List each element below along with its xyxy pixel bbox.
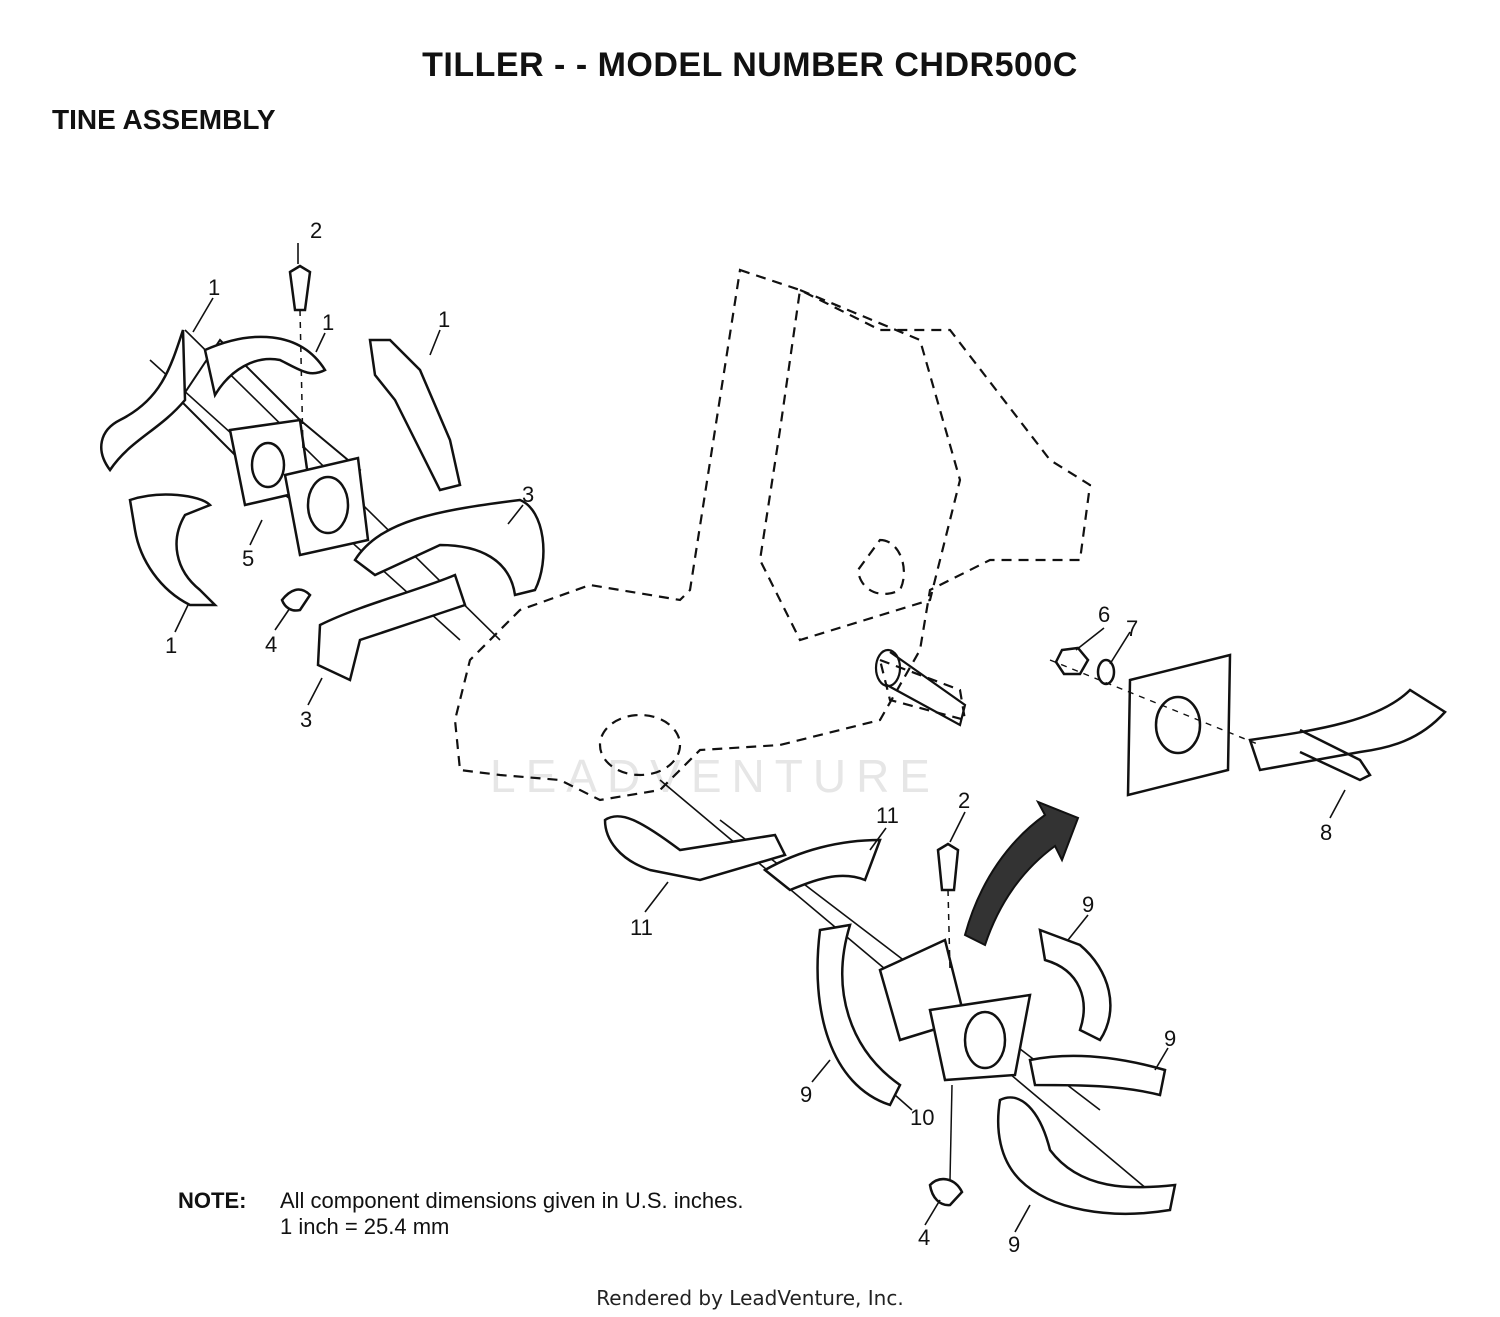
dimension-note: NOTE: All component dimensions given in U… [178, 1188, 743, 1240]
callout-label: 7 [1126, 616, 1138, 641]
callout-label: 9 [1082, 892, 1094, 917]
callout-label: 9 [800, 1082, 812, 1107]
left-tine-assembly [100, 264, 545, 682]
callout-label: 2 [958, 788, 970, 813]
callout-label: 2 [310, 218, 322, 243]
callout-label: 9 [1164, 1026, 1176, 1051]
note-line-2: 1 inch = 25.4 mm [280, 1214, 450, 1239]
callout-label: 11 [876, 803, 899, 828]
note-line-1: All component dimensions given in U.S. i… [280, 1188, 744, 1213]
transmission-housing [453, 268, 1092, 802]
callout-label: 9 [1008, 1232, 1020, 1257]
rotation-arrow [963, 800, 1080, 947]
callout-label: 1 [438, 307, 450, 332]
section-title: TINE ASSEMBLY [52, 104, 276, 135]
callout-label: 1 [322, 310, 334, 335]
callout-label: 11 [630, 915, 653, 940]
callout-label: 1 [208, 275, 220, 300]
callout-label: 6 [1098, 602, 1110, 627]
right-hardware [1049, 646, 1447, 797]
callout-label: 8 [1320, 820, 1332, 845]
callout-label: 4 [265, 632, 277, 657]
callout-label: 3 [300, 707, 312, 732]
right-tine-assembly [603, 779, 1177, 1215]
callout-label: 3 [522, 482, 534, 507]
callout-leaders [174, 243, 1346, 1233]
callout-label: 5 [242, 546, 254, 571]
callout-label: 4 [918, 1225, 930, 1250]
callout-label: 1 [165, 633, 177, 658]
watermark-text: LEADVENTURE [490, 750, 940, 802]
output-shaft [874, 648, 967, 727]
footer-credit: Rendered by LeadVenture, Inc. [596, 1286, 904, 1310]
note-label: NOTE: [178, 1188, 247, 1213]
callout-labels: 1 2 1 1 3 5 1 4 3 6 7 8 2 11 11 9 9 9 10… [165, 218, 1332, 1257]
diagram-title: TILLER - - MODEL NUMBER CHDR500C [422, 46, 1078, 84]
callout-label: 10 [910, 1105, 934, 1130]
